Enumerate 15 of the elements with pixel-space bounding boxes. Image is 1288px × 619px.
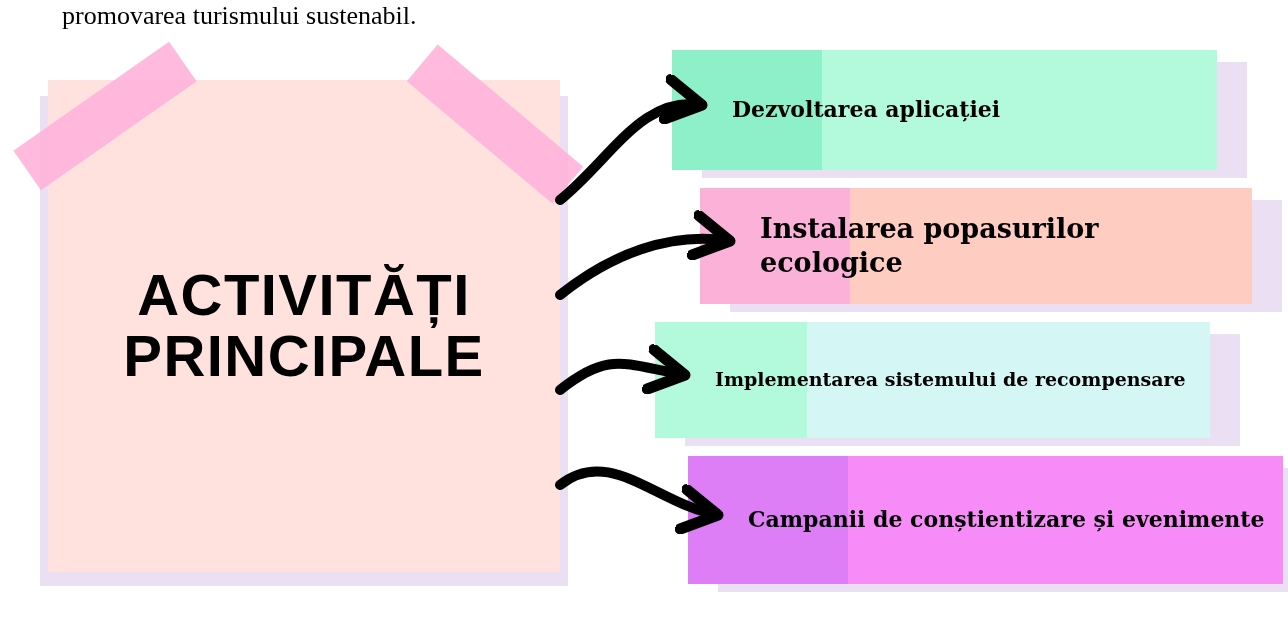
note-title: ACTIVITĂȚI PRINCIPALE — [122, 265, 486, 387]
activity-text: Dezvoltarea aplicației — [732, 96, 1001, 124]
heading-text: promovarea turismului sustenabil. — [62, 0, 417, 32]
curved-arrow — [555, 466, 724, 532]
activity-text: Instalarea popasurilor ecologice — [760, 212, 1100, 280]
activity-banner — [688, 456, 1283, 584]
activity-text: Campanii de conștientizare și evenimente — [748, 506, 1265, 534]
curved-arrow — [555, 77, 708, 205]
activity-banner — [700, 188, 1252, 304]
sticky-note — [48, 80, 560, 572]
activity-banner — [672, 50, 1217, 170]
curved-arrow — [555, 211, 736, 300]
curved-arrow — [555, 343, 691, 395]
activity-banner — [655, 322, 1210, 438]
activity-text: Implementarea sistemului de recompensare — [715, 368, 1186, 392]
